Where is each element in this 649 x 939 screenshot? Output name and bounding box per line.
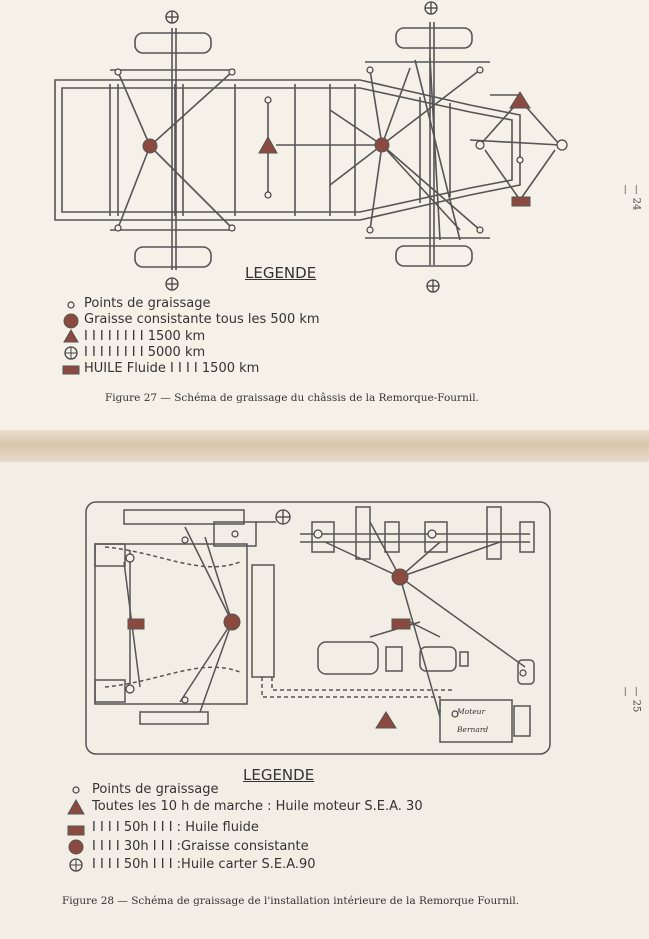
legend-row-crossed-circle: I I I I 50h I I I :Huile carter S.E.A.90	[92, 857, 316, 872]
legend-row-crossed-circle: I I I I I I I I 5000 km	[84, 345, 206, 360]
legend-row-triangle: Toutes les 10 h de marche : Huile moteur…	[92, 799, 423, 814]
legend-title: LEGENDE	[245, 264, 317, 282]
page-25: Moteur Bernard LEGENDE Points de graissa…	[0, 462, 649, 939]
figure-28-caption: Figure 28 — Schéma de graissage de l'ins…	[62, 895, 520, 907]
page-fold	[0, 430, 649, 462]
figure-27-chassis-diagram	[54, 1, 568, 375]
figure-28-installation-diagram	[67, 501, 551, 872]
legend-row-circle: I I I I 30h I I I :Graisse consistante	[92, 839, 309, 854]
legend-row-triangle: I I I I I I I I 1500 km	[84, 329, 206, 344]
figure-27-caption: Figure 27 — Schéma de graissage du châss…	[105, 392, 479, 404]
motor-label-moteur: Moteur	[457, 707, 486, 716]
legend-row-rectangle: I I I I 50h I I I : Huile fluide	[92, 820, 259, 835]
legend-row-grease-points: Points de graissage	[84, 296, 211, 311]
legend-row-graisse: Graisse consistante tous les 500 km	[84, 312, 320, 327]
page-24: LEGENDE Points de graissage Graisse cons…	[0, 0, 649, 430]
legend-title: LEGENDE	[243, 766, 315, 784]
motor-label-bernard: Bernard	[457, 725, 489, 734]
page-number-25: — 25 —	[619, 686, 642, 713]
legend-row-grease-points: Points de graissage	[92, 782, 219, 797]
page-number-24: — 24 —	[619, 184, 642, 211]
legend-row-huile: HUILE Fluide I I I I 1500 km	[84, 361, 260, 376]
